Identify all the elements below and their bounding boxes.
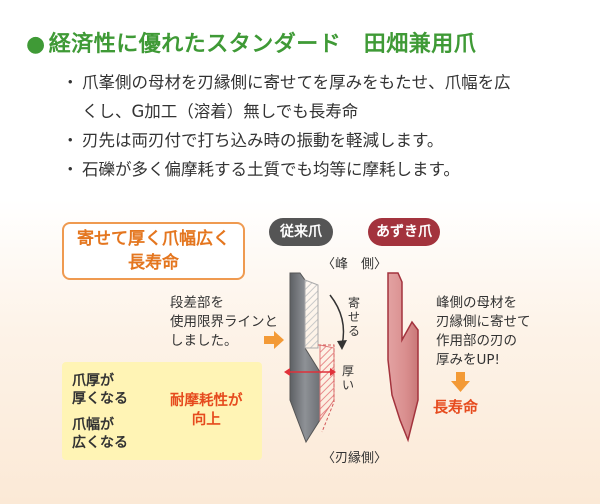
mine-side-label: 〈峰 側〉 bbox=[322, 257, 388, 272]
bullet-mark: ・ bbox=[62, 73, 79, 92]
title-text: 経済性に優れたスタンダード 田畑兼用爪 bbox=[48, 32, 477, 57]
callout-line2: 長寿命 bbox=[128, 253, 179, 273]
edge-side-label: 〈刃縁側〉 bbox=[322, 451, 388, 466]
feature-item: ・ 刃先は両刃付で打ち込み時の振動を軽減します。 bbox=[62, 126, 582, 155]
effect-item-thickness: 爪厚が 厚くなる bbox=[72, 372, 128, 408]
yoseru-arrow bbox=[329, 294, 345, 346]
feature-item: ・ 石礫が多く偏摩耗する土質でも均等に摩耗します。 bbox=[62, 155, 582, 184]
feature-list: ・ 爪峯側の母材を刃縁側に寄せてを厚みをもたせ、爪幅を広 くし、G加工（溶着）無… bbox=[62, 68, 582, 184]
left-note-line: 段差部を bbox=[170, 295, 224, 311]
effect-item-width: 爪幅が 広くなる bbox=[72, 416, 128, 452]
right-note-line: 厚みをUP! bbox=[436, 352, 500, 368]
down-arrow-head bbox=[451, 381, 470, 392]
bullet-mark: ・ bbox=[62, 131, 79, 150]
yoseru-label: 寄せる bbox=[348, 296, 361, 338]
azuki-claw-shape bbox=[387, 272, 419, 443]
feature-line: 刃先は両刃付で打ち込み時の振動を軽減します。 bbox=[82, 131, 444, 150]
bullet-mark: ・ bbox=[62, 160, 79, 179]
pointer-arrow-body bbox=[264, 336, 274, 344]
feature-line: 石礫が多く偏摩耗する土質でも均等に摩耗します。 bbox=[82, 160, 460, 179]
conventional-label: 従来爪 bbox=[269, 218, 333, 246]
left-note-line: しました。 bbox=[170, 333, 238, 349]
callout-line1: 寄せて厚く爪幅広く bbox=[77, 229, 230, 249]
right-note-line: 刃縁側に寄せて bbox=[436, 314, 531, 330]
right-note: 峰側の母材を 刃縁側に寄せて 作用部の刃の 厚みをUP! bbox=[436, 294, 531, 370]
left-note-line: 使用限界ラインと bbox=[170, 314, 278, 330]
effect-line: 広くなる bbox=[72, 435, 128, 451]
effect-line: 爪厚が bbox=[72, 373, 114, 389]
long-life-label: 長寿命 bbox=[433, 398, 479, 416]
feature-line: くし、G加工（溶着）無しでも長寿命 bbox=[82, 102, 359, 121]
effect-line: 爪幅が bbox=[72, 417, 114, 433]
atsui-label: 厚い bbox=[342, 364, 355, 392]
feature-line: 爪峯側の母材を刃縁側に寄せてを厚みをもたせ、爪幅を広 bbox=[82, 73, 511, 92]
title-bullet: ● bbox=[26, 32, 46, 57]
moved-outline bbox=[318, 344, 335, 433]
callout-box: 寄せて厚く爪幅広く 長寿命 bbox=[62, 222, 245, 280]
upper-hatch-area bbox=[304, 279, 319, 349]
page-title: ●経済性に優れたスタンダード 田畑兼用爪 bbox=[26, 26, 476, 58]
pointer-arrow-head bbox=[274, 331, 284, 349]
red-hatch-area bbox=[319, 344, 335, 422]
feature-item: ・ 爪峯側の母材を刃縁側に寄せてを厚みをもたせ、爪幅を広 くし、G加工（溶着）無… bbox=[62, 68, 582, 126]
effect-result-line: 向上 bbox=[191, 412, 221, 428]
down-arrow-body bbox=[456, 372, 465, 382]
right-note-line: 作用部の刃の bbox=[436, 333, 517, 349]
left-note: 段差部を 使用限界ラインと しました。 bbox=[170, 294, 278, 351]
effect-box bbox=[62, 362, 262, 460]
right-note-line: 峰側の母材を bbox=[436, 295, 517, 311]
azuki-label: あずき爪 bbox=[368, 218, 440, 246]
effect-line: 厚くなる bbox=[72, 391, 128, 407]
effect-result-line: 耐摩耗性が bbox=[170, 393, 243, 409]
effect-result: 耐摩耗性が 向上 bbox=[170, 392, 243, 430]
